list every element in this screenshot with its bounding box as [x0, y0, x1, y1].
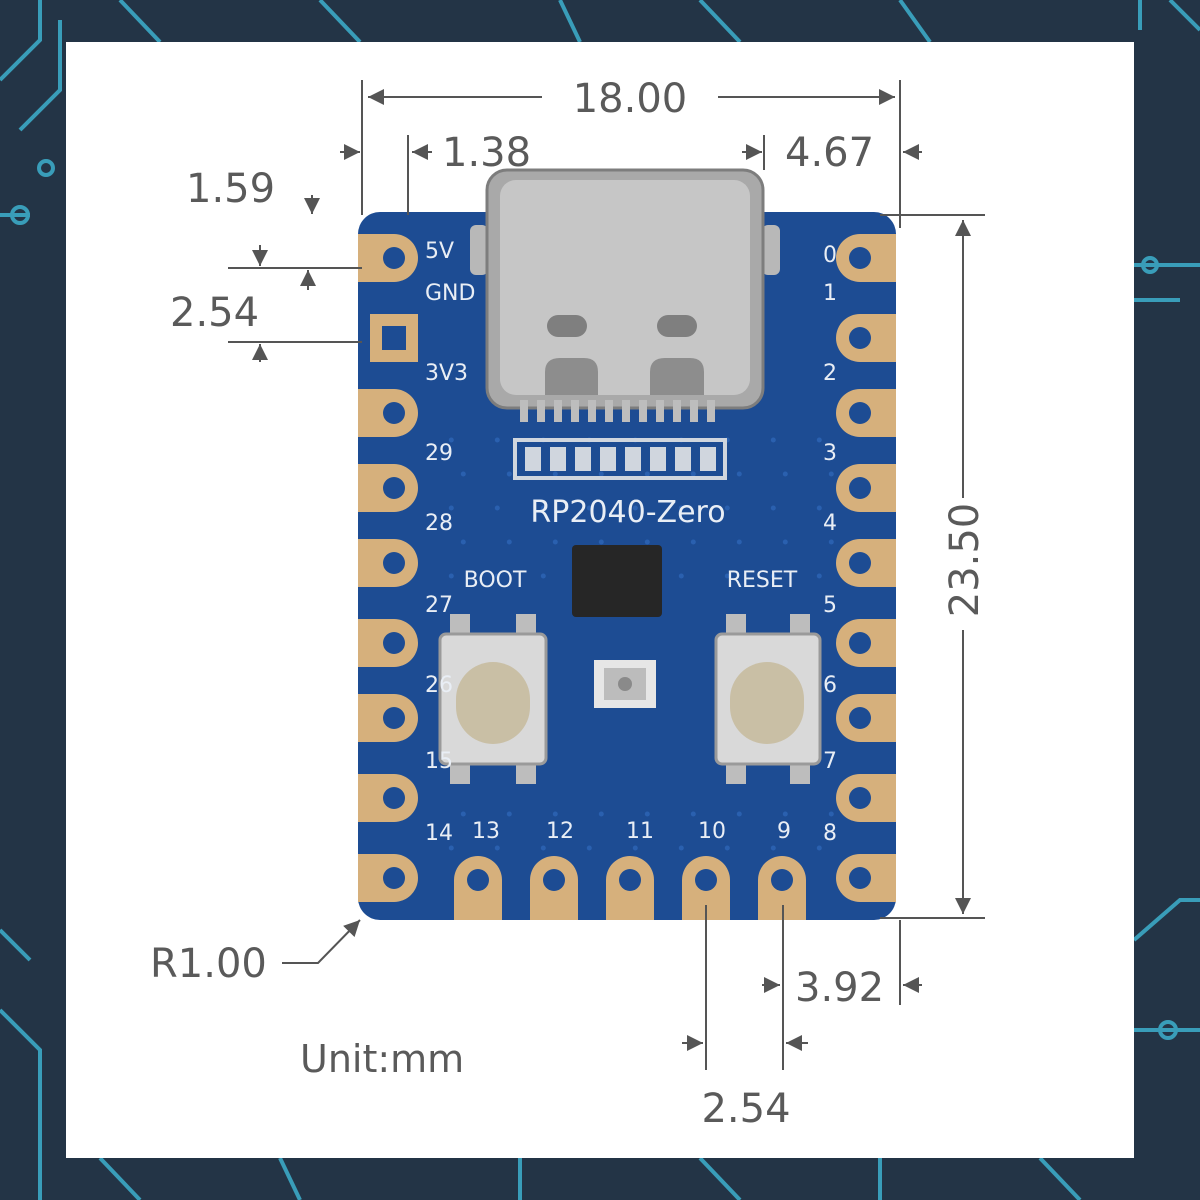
unit-label: Unit:mm	[300, 1037, 464, 1081]
bottom-pin-pad	[530, 856, 578, 920]
right-pin-pad	[836, 694, 896, 742]
dim-top-offset: 1.59	[186, 166, 275, 212]
bottom-pin-pad	[454, 856, 502, 920]
left-pin-pad	[358, 464, 418, 512]
right-pin-label: 2	[823, 361, 837, 386]
right-pin-label: 1	[823, 281, 837, 306]
bottom-pin-pad	[606, 856, 654, 920]
right-pin-pad	[836, 619, 896, 667]
bottom-pin-label: 9	[777, 819, 791, 844]
dim-left-offset: 1.38	[442, 130, 531, 176]
usb-c-connector-icon	[470, 168, 780, 422]
left-pin-pad	[370, 314, 418, 362]
rgb-led-icon	[594, 660, 656, 708]
dim-corner-radius: R1.00	[150, 941, 267, 987]
reset-button[interactable]	[714, 614, 822, 784]
dim-width: 18.00	[573, 76, 688, 122]
right-pin-label: 4	[823, 511, 837, 536]
bottom-pin-label: 11	[626, 819, 654, 844]
bottom-pin-label: 13	[472, 819, 500, 844]
right-pin-label: 6	[823, 673, 837, 698]
left-pin-pad	[358, 539, 418, 587]
left-pin-label: 14	[425, 821, 453, 846]
reset-label: RESET	[727, 568, 798, 593]
right-pin-pad	[836, 774, 896, 822]
left-pin-label: 3V3	[425, 361, 468, 386]
left-pin-label: 29	[425, 441, 453, 466]
right-pin-label: 8	[823, 821, 837, 846]
left-pin-pad	[358, 619, 418, 667]
left-pin-pad	[358, 854, 418, 902]
left-pin-label: 15	[425, 749, 453, 774]
right-pin-pad	[836, 234, 896, 282]
right-pin-pad	[836, 539, 896, 587]
silkscreen-pattern	[513, 438, 727, 480]
left-pin-label: 27	[425, 593, 453, 618]
right-pin-label: 5	[823, 593, 837, 618]
left-pin-pad	[358, 389, 418, 437]
rp2040-chip-icon	[572, 545, 662, 617]
left-pin-pad	[358, 234, 418, 282]
dim-right-offset: 4.67	[785, 130, 874, 176]
left-pin-pad	[358, 774, 418, 822]
bottom-pin-label: 12	[546, 819, 574, 844]
right-pin-label: 3	[823, 441, 837, 466]
dim-pin-pitch-left: 2.54	[170, 290, 259, 336]
right-pin-pad	[836, 854, 896, 902]
bottom-pin-pad	[682, 856, 730, 920]
right-pin-label: 7	[823, 749, 837, 774]
right-pin-label: 0	[823, 243, 837, 268]
right-pin-pad	[836, 389, 896, 437]
bottom-pin-label: 10	[698, 819, 726, 844]
left-pin-label: 26	[425, 673, 453, 698]
left-pin-label: GND	[425, 281, 475, 306]
dim-pin-pitch-bottom: 2.54	[701, 1086, 790, 1132]
right-pin-pad	[836, 314, 896, 362]
left-pin-label: 5V	[425, 239, 454, 264]
pin-pads	[358, 234, 896, 920]
left-pin-pad	[358, 694, 418, 742]
boot-button[interactable]	[438, 614, 548, 784]
right-pin-pad	[836, 464, 896, 512]
board-model-label: RP2040-Zero	[530, 495, 725, 530]
dim-height: 23.50	[942, 503, 988, 618]
boot-label: BOOT	[464, 568, 527, 593]
dim-bottom-right: 3.92	[795, 965, 884, 1011]
left-pin-label: 28	[425, 511, 453, 536]
